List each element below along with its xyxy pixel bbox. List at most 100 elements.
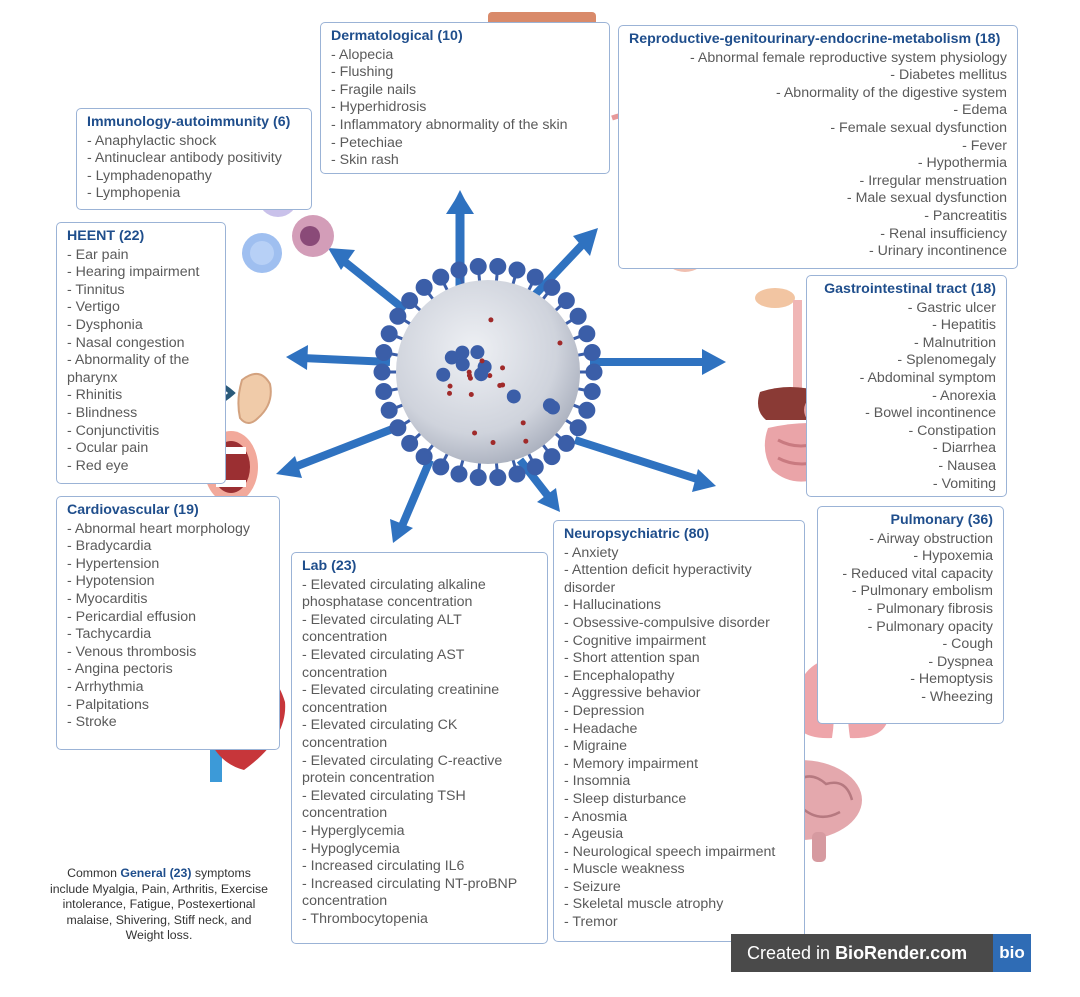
immunology-title: Immunology-autoimmunity (6) [87,114,291,130]
gastrointestinal-list: - Gastric ulcer- Hepatitis- Malnutrition… [817,300,996,494]
virus-surface-dot [447,390,453,396]
virus-surface-dot [468,391,474,397]
list-item: - Neurological speech impairment [564,843,776,860]
neuropsychiatric-list: - Anxiety- Attention deficit hyperactivi… [564,545,794,932]
virus-surface-dot [455,357,470,372]
list-item: - Airway obstruction [869,530,993,547]
pulmonary-list: - Airway obstruction- Hypoxemia- Reduced… [828,531,993,707]
list-item: - Headache [564,720,638,737]
list-item: - Cognitive impairment [564,632,706,649]
list-item: - Dysphonia [67,316,143,333]
reproductive-box: Reproductive-genitourinary-endocrine-met… [618,25,1018,269]
list-item: - Flushing [331,64,394,81]
pulmonary-title: Pulmonary (36) [890,512,994,528]
virus-surface-dot [557,340,563,346]
list-item: concentration [302,629,388,646]
arrow-left-shaft [301,354,391,366]
list-item: - Malnutrition [913,334,996,351]
list-item: - Encephalopathy [564,667,675,684]
arrow-up-right-shaft [527,242,585,303]
virus-spike-head [543,448,561,466]
list-item: - Diabetes mellitus [890,67,1007,84]
list-item: - Urinary incontinence [869,243,1007,260]
arrow-down-head [390,519,413,543]
list-item: concentration [302,893,388,910]
list-item: - Lymphadenopathy [87,167,212,184]
list-item: - Abnormal female reproductive system ph… [690,49,1007,66]
virus-spike-head [526,458,544,476]
list-item: - Fever [962,137,1007,154]
heent-box: HEENT (22) - Ear pain- Hearing impairmen… [56,222,226,484]
list-item: - Increased circulating NT-proBNP [302,875,518,892]
list-item: - Diarrhea [932,440,996,457]
virus-spike-head [489,257,507,275]
list-item: - Hyperhidrosis [331,99,427,116]
list-item: - Splenomegaly [897,352,996,369]
arrow-up-left-head [328,248,355,270]
list-item: - Arrhythmia [67,678,144,695]
arrow-down-right-head [537,488,560,512]
virus-spike-head [375,344,393,362]
list-item: - Male sexual dysfunction [846,190,1007,207]
virus-spike-head [578,325,596,343]
list-item: - Pulmonary fibrosis [867,600,993,617]
virus-spike-head [432,268,450,286]
list-item: - Skin rash [331,152,399,169]
virus-spike-head [415,278,433,296]
virus-spike-head [557,434,575,452]
lab-box: Lab (23) - Elevated circulating alkaline… [291,552,548,944]
virus-spike-head [401,434,419,452]
arrow-right-down-head [692,469,716,492]
virus-spike-head [557,292,575,310]
dermatological-list: - Alopecia- Flushing- Fragile nails- Hyp… [331,47,599,170]
list-item: - Reduced vital capacity [842,565,993,582]
list-item: - Edema [953,102,1007,119]
heent-title: HEENT (22) [67,228,145,244]
list-item: - Alopecia [331,46,394,63]
list-item: - Abdominal symptom [859,369,996,386]
list-item: - Elevated circulating AST [302,646,465,663]
list-item: - Bradycardia [67,538,152,555]
credit-prefix: Created in [747,943,836,963]
credit-text: Created in BioRender.com [747,943,967,964]
reproductive-list: - Abnormal female reproductive system ph… [629,50,1007,261]
list-item: - Elevated circulating C-reactive [302,752,503,769]
virus-spike-head [389,419,407,437]
virus-spike-head [373,363,391,381]
list-item: - Stroke [67,714,117,731]
list-item: concentration [302,805,388,822]
virus-spike-head [432,458,450,476]
pulmonary-box: Pulmonary (36) - Airway obstruction- Hyp… [817,506,1004,724]
list-item: - Increased circulating IL6 [302,858,465,875]
virus-surface-dot [506,389,521,404]
list-item: - Sleep disturbance [564,790,687,807]
arrow-right-down-shaft [573,436,702,484]
list-item: - Fragile nails [331,81,417,98]
arrow-down-right-shaft [516,457,552,499]
arrow-down-shaft [398,458,434,528]
arrow-up-right-head [573,228,598,256]
virus-spike-head [508,465,526,483]
list-item: - Wheezing [921,688,993,705]
general-highlight: General (23) [120,866,192,880]
list-item: - Abnormality of the digestive system [775,84,1007,101]
virus-spike-head [569,307,587,325]
biorender-credit[interactable]: Created in BioRender.com bio [731,934,1031,972]
virus-surface-dot [488,317,494,323]
list-item: - Elevated circulating creatinine [302,682,500,699]
list-item: - Lymphopenia [87,185,181,202]
list-item: - Rhinitis [67,387,123,404]
virus-spike-head [469,469,487,487]
list-item: - Female sexual dysfunction [830,119,1007,136]
list-item: - Conjunctivitis [67,422,160,439]
virus-spike-head [450,465,468,483]
list-item: protein concentration [302,770,435,787]
list-item: - Muscle weakness [564,861,685,878]
arrow-down-left-shaft [290,424,397,472]
list-item: - Tinnitus [67,281,125,298]
virus-spike-head [578,401,596,419]
virus-surface-dot [447,383,453,389]
dermatological-title: Dermatological (10) [331,28,463,44]
list-item: disorder [564,579,616,596]
list-item: - Anosmia [564,808,628,825]
